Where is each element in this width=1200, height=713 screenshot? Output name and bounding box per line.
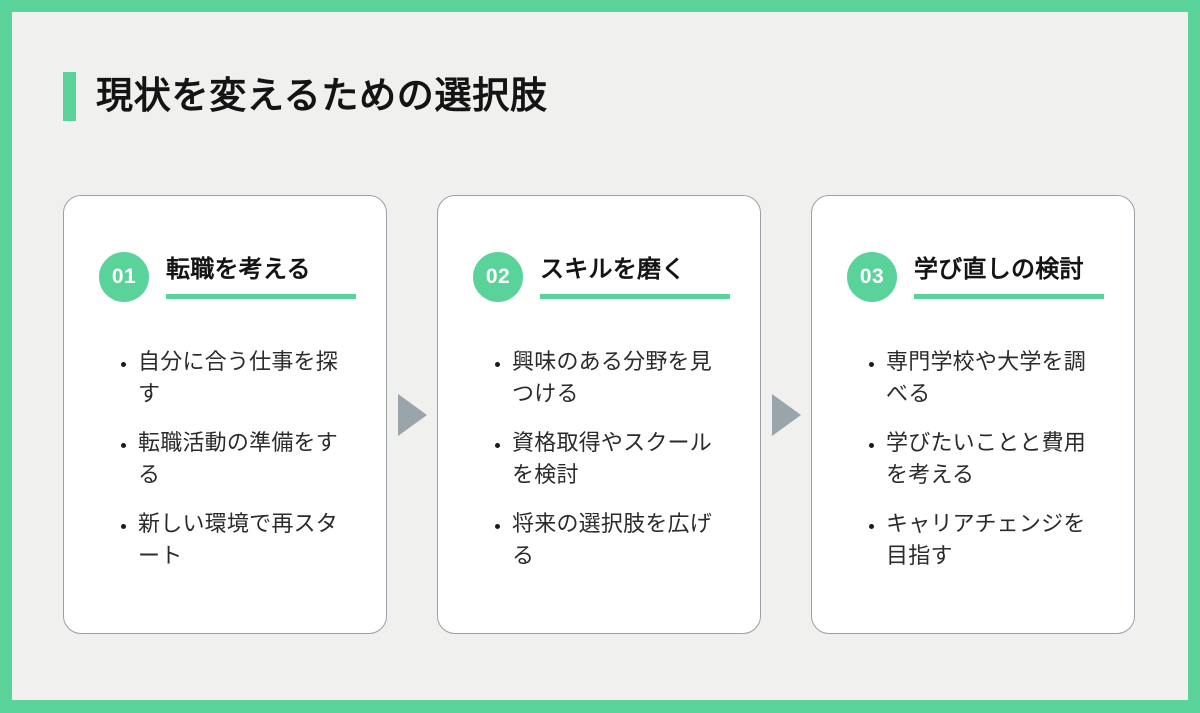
step-card-3: 03 学び直しの検討 専門学校や大学を調べる 学びたいことと費用を考える キャリ…	[811, 195, 1135, 634]
right-triangle-icon	[397, 393, 427, 436]
step-number-badge: 02	[473, 252, 523, 302]
page-header: 現状を変えるための選択肢	[63, 72, 548, 121]
step-card-1: 01 転職を考える 自分に合う仕事を探す 転職活動の準備をする 新しい環境で再ス…	[63, 195, 387, 634]
step-heading-wrap: スキルを磨く	[540, 255, 730, 299]
bullet-item: 学びたいことと費用を考える	[886, 427, 1104, 491]
step-card-1-header: 01 転職を考える	[99, 252, 356, 302]
bullet-item: 興味のある分野を見つける	[512, 346, 730, 410]
step-heading-wrap: 転職を考える	[166, 255, 356, 299]
step-bullet-list: 専門学校や大学を調べる 学びたいことと費用を考える キャリアチェンジを目指す	[847, 346, 1104, 572]
steps-row: 01 転職を考える 自分に合う仕事を探す 転職活動の準備をする 新しい環境で再ス…	[63, 195, 1137, 634]
bullet-item: 資格取得やスクールを検討	[512, 427, 730, 491]
step-bullet-list: 興味のある分野を見つける 資格取得やスクールを検討 将来の選択肢を広げる	[473, 346, 730, 572]
bullet-item: 専門学校や大学を調べる	[886, 346, 1104, 410]
step-number-badge: 01	[99, 252, 149, 302]
arrow-cell	[387, 195, 437, 634]
page-title: 現状を変えるための選択肢	[96, 75, 548, 117]
step-heading-wrap: 学び直しの検討	[914, 255, 1104, 299]
arrow-cell	[761, 195, 811, 634]
right-triangle-icon	[771, 393, 801, 436]
step-card-2: 02 スキルを磨く 興味のある分野を見つける 資格取得やスクールを検討 将来の選…	[437, 195, 761, 634]
bullet-item: 将来の選択肢を広げる	[512, 508, 730, 572]
step-heading: 転職を考える	[166, 256, 311, 283]
step-number-badge: 03	[847, 252, 897, 302]
bullet-item: 転職活動の準備をする	[138, 427, 356, 491]
content-area: 現状を変えるための選択肢 01 転職を考える 自分に合う仕事を探す 転職活動の準…	[12, 12, 1188, 700]
title-accent-bar	[63, 72, 76, 121]
heading-underline	[166, 294, 356, 299]
heading-underline	[914, 294, 1104, 299]
bullet-item: 新しい環境で再スタート	[138, 508, 356, 572]
bullet-item: 自分に合う仕事を探す	[138, 346, 356, 410]
step-card-3-header: 03 学び直しの検討	[847, 252, 1104, 302]
step-heading: 学び直しの検討	[914, 256, 1084, 283]
heading-underline	[540, 294, 730, 299]
bullet-item: キャリアチェンジを目指す	[886, 508, 1104, 572]
step-heading: スキルを磨く	[540, 256, 686, 283]
step-bullet-list: 自分に合う仕事を探す 転職活動の準備をする 新しい環境で再スタート	[99, 346, 356, 572]
step-card-2-header: 02 スキルを磨く	[473, 252, 730, 302]
